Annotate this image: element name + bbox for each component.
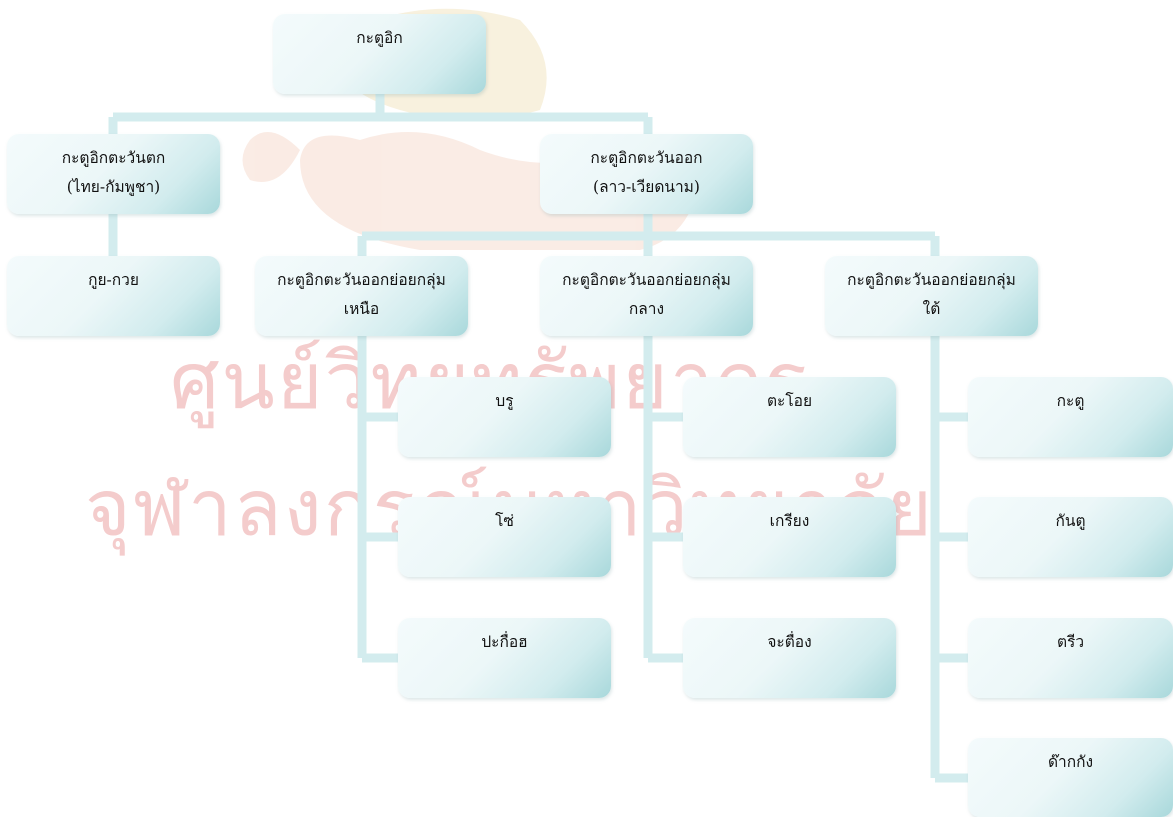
node-taoy: ตะโอย xyxy=(683,377,896,457)
node-taoy-label: ตะโอย xyxy=(766,392,813,410)
node-bru-label: บรู xyxy=(495,392,514,410)
node-pakoh: ปะกื่อฮ xyxy=(398,618,611,698)
node-kriang: เกรียง xyxy=(683,497,896,577)
node-west-sublabel: (ไทย-กัมพูชา) xyxy=(66,178,161,197)
node-central-label: กะตูอิกตะวันออกย่อยกลุ่ม xyxy=(562,271,731,289)
node-kantu-label: กันตู xyxy=(1055,512,1086,530)
node-east-label: กะตูอิกตะวันออก xyxy=(590,149,703,167)
node-katu-label: กะตู xyxy=(1056,392,1085,410)
node-east-sublabel: (ลาว-เวียดนาม) xyxy=(593,178,700,197)
node-south-sublabel: ใต้ xyxy=(922,300,941,319)
node-katu: กะตู xyxy=(968,377,1173,457)
node-north-label: กะตูอิกตะวันออกย่อยกลุ่ม xyxy=(277,271,446,289)
node-west-label: กะตูอิกตะวันตก xyxy=(61,149,166,167)
node-south-label: กะตูอิกตะวันออกย่อยกลุ่ม xyxy=(847,271,1016,289)
node-central-sublabel: กลาง xyxy=(628,300,665,319)
node-south: กะตูอิกตะวันออกย่อยกลุ่ม ใต้ xyxy=(825,256,1038,336)
node-pakoh-label: ปะกื่อฮ xyxy=(481,633,528,651)
node-west: กะตูอิกตะวันตก (ไทย-กัมพูชา) xyxy=(7,134,220,214)
node-triw-label: ตรีว xyxy=(1056,633,1085,651)
node-kriang-label: เกรียง xyxy=(769,512,810,530)
node-so: โซ่ xyxy=(398,497,611,577)
node-jateong: จะตื่อง xyxy=(683,618,896,698)
node-north-sublabel: เหนือ xyxy=(343,300,380,319)
node-takkang-label: ด๊ากกัง xyxy=(1047,753,1094,771)
node-root: กะตูอิก xyxy=(273,14,486,94)
node-bru: บรู xyxy=(398,377,611,457)
node-jateong-label: จะตื่อง xyxy=(767,633,812,651)
node-root-label: กะตูอิก xyxy=(356,29,403,47)
node-central: กะตูอิกตะวันออกย่อยกลุ่ม กลาง xyxy=(540,256,753,336)
node-kuy-label: กูย-กวย xyxy=(88,271,139,289)
node-so-label: โซ่ xyxy=(495,512,514,530)
node-triw: ตรีว xyxy=(968,618,1173,698)
node-kuy: กูย-กวย xyxy=(7,256,220,336)
node-kantu: กันตู xyxy=(968,497,1173,577)
node-east: กะตูอิกตะวันออก (ลาว-เวียดนาม) xyxy=(540,134,753,214)
node-takkang: ด๊ากกัง xyxy=(968,738,1173,817)
node-north: กะตูอิกตะวันออกย่อยกลุ่ม เหนือ xyxy=(255,256,468,336)
